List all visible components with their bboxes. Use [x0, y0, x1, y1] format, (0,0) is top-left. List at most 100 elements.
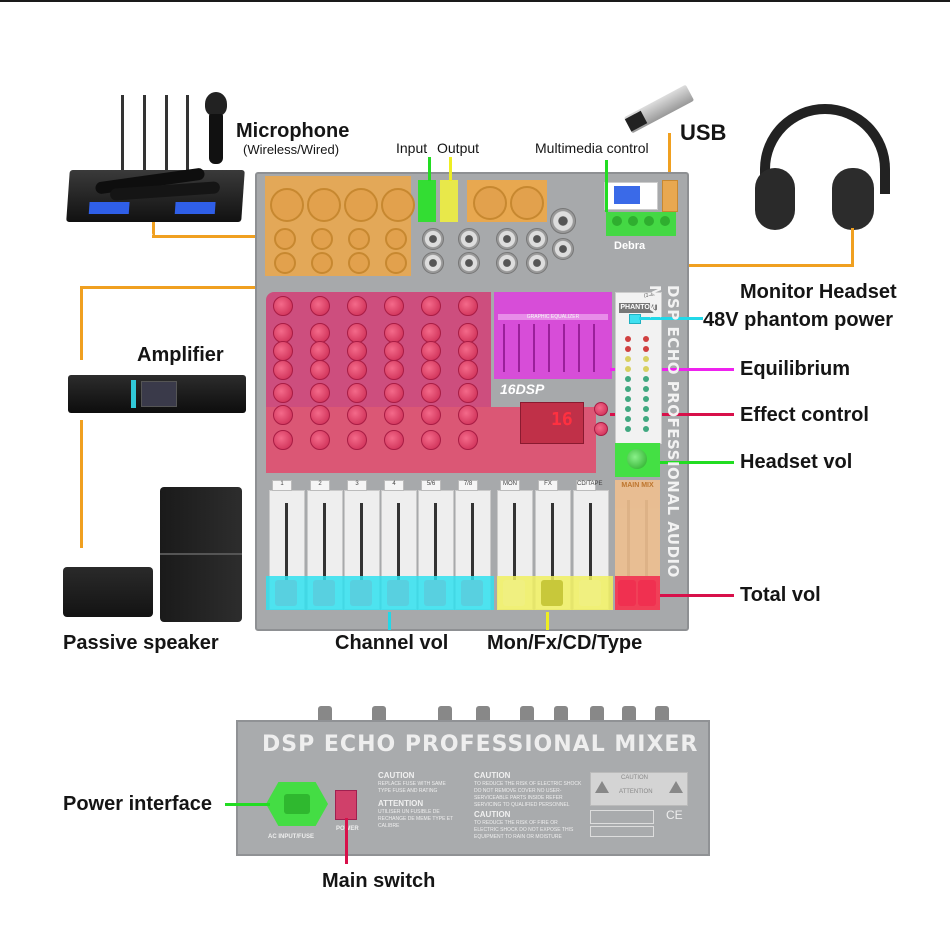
rca-input-zone[interactable]: [418, 180, 436, 222]
line-jack-4[interactable]: [385, 228, 407, 250]
headset-vol-knob[interactable]: [627, 449, 647, 469]
line-in-6[interactable]: [422, 252, 444, 274]
phone-jack[interactable]: [550, 208, 576, 234]
fader-cap-6[interactable]: [461, 580, 483, 606]
channel-4-knob-3[interactable]: [384, 341, 404, 361]
channel-1-knob-4[interactable]: [273, 360, 293, 380]
aux-out-4[interactable]: [526, 252, 548, 274]
fader-tag-1[interactable]: 1: [272, 480, 292, 491]
fader-tag-7[interactable]: MON: [500, 480, 520, 491]
channel-3-knob-2[interactable]: [347, 323, 367, 343]
line-jack-1[interactable]: [274, 228, 296, 250]
channel-4-knob-5[interactable]: [384, 383, 404, 403]
fader-tag-8[interactable]: FX: [538, 480, 558, 491]
effect-knob-2[interactable]: [594, 422, 608, 436]
usb-port[interactable]: [662, 180, 678, 212]
aux-out-2[interactable]: [526, 228, 548, 250]
channel-6-knob-2[interactable]: [458, 323, 478, 343]
aux-out-1[interactable]: [496, 228, 518, 250]
fader-cap-8[interactable]: [541, 580, 563, 606]
insert-jack-1[interactable]: [274, 252, 296, 274]
main-mix-right-cap[interactable]: [638, 580, 656, 606]
main-out-right[interactable]: [510, 186, 544, 220]
channel-3-knob-3[interactable]: [347, 341, 367, 361]
channel-4-knob-7[interactable]: [384, 430, 404, 450]
effect-knob-1[interactable]: [594, 402, 608, 416]
mp3-btn-mode[interactable]: [660, 216, 670, 226]
channel-5-knob-1[interactable]: [421, 296, 441, 316]
channel-6-knob-7[interactable]: [458, 430, 478, 450]
rca-output-zone[interactable]: [440, 180, 458, 222]
channel-2-knob-2[interactable]: [310, 323, 330, 343]
ac-input-socket[interactable]: [266, 782, 328, 826]
line-in-7[interactable]: [458, 228, 480, 250]
line-jack-3[interactable]: [348, 228, 370, 250]
fader-tag-2[interactable]: 2: [310, 480, 330, 491]
channel-2-knob-1[interactable]: [310, 296, 330, 316]
eq-band-3-slider[interactable]: [533, 324, 535, 372]
eq-band-6-slider[interactable]: [578, 324, 580, 372]
channel-2-knob-5[interactable]: [310, 383, 330, 403]
channel-3-knob-4[interactable]: [347, 360, 367, 380]
channel-5-knob-7[interactable]: [421, 430, 441, 450]
fader-tag-6[interactable]: 7/8: [458, 480, 478, 491]
aux-out-3[interactable]: [496, 252, 518, 274]
channel-3-knob-1[interactable]: [347, 296, 367, 316]
channel-1-knob-1[interactable]: [273, 296, 293, 316]
xlr-input-3[interactable]: [344, 188, 378, 222]
channel-5-knob-4[interactable]: [421, 360, 441, 380]
insert-jack-2[interactable]: [311, 252, 333, 274]
line-in-8[interactable]: [458, 252, 480, 274]
channel-4-knob-2[interactable]: [384, 323, 404, 343]
fader-cap-5[interactable]: [424, 580, 446, 606]
channel-4-knob-4[interactable]: [384, 360, 404, 380]
channel-2-knob-3[interactable]: [310, 341, 330, 361]
power-switch[interactable]: [335, 790, 357, 820]
fader-cap-4[interactable]: [387, 580, 409, 606]
line-jack-2[interactable]: [311, 228, 333, 250]
eq-band-2-slider[interactable]: [518, 324, 520, 372]
channel-6-knob-3[interactable]: [458, 341, 478, 361]
fader-cap-3[interactable]: [350, 580, 372, 606]
mp3-btn-next[interactable]: [628, 216, 638, 226]
channel-3-knob-5[interactable]: [347, 383, 367, 403]
channel-2-knob-7[interactable]: [310, 430, 330, 450]
xlr-input-1[interactable]: [270, 188, 304, 222]
xlr-input-4[interactable]: [381, 188, 415, 222]
mp3-btn-prev[interactable]: [612, 216, 622, 226]
fader-tag-3[interactable]: 3: [347, 480, 367, 491]
line-in-5[interactable]: [422, 228, 444, 250]
channel-4-knob-6[interactable]: [384, 405, 404, 425]
channel-1-knob-6[interactable]: [273, 405, 293, 425]
channel-5-knob-3[interactable]: [421, 341, 441, 361]
channel-1-knob-5[interactable]: [273, 383, 293, 403]
channel-3-knob-7[interactable]: [347, 430, 367, 450]
insert-jack-3[interactable]: [348, 252, 370, 274]
channel-5-knob-5[interactable]: [421, 383, 441, 403]
fader-cap-2[interactable]: [313, 580, 335, 606]
channel-1-knob-2[interactable]: [273, 323, 293, 343]
channel-6-knob-6[interactable]: [458, 405, 478, 425]
channel-2-knob-4[interactable]: [310, 360, 330, 380]
channel-2-knob-6[interactable]: [310, 405, 330, 425]
eq-band-7-slider[interactable]: [593, 324, 595, 372]
rec-jack[interactable]: [552, 238, 574, 260]
fader-tag-9[interactable]: CD/TAPE: [576, 480, 603, 491]
fader-cap-9[interactable]: [579, 580, 601, 606]
mp3-btn-play[interactable]: [644, 216, 654, 226]
channel-5-knob-2[interactable]: [421, 323, 441, 343]
main-out-left[interactable]: [473, 186, 507, 220]
channel-6-knob-4[interactable]: [458, 360, 478, 380]
channel-6-knob-1[interactable]: [458, 296, 478, 316]
channel-1-knob-3[interactable]: [273, 341, 293, 361]
channel-6-knob-5[interactable]: [458, 383, 478, 403]
eq-band-4-slider[interactable]: [548, 324, 550, 372]
channel-3-knob-6[interactable]: [347, 405, 367, 425]
fader-cap-7[interactable]: [503, 580, 525, 606]
channel-5-knob-6[interactable]: [421, 405, 441, 425]
channel-1-knob-7[interactable]: [273, 430, 293, 450]
eq-band-1-slider[interactable]: [503, 324, 505, 372]
main-mix-left-cap[interactable]: [618, 580, 636, 606]
insert-jack-4[interactable]: [385, 252, 407, 274]
fader-cap-1[interactable]: [275, 580, 297, 606]
